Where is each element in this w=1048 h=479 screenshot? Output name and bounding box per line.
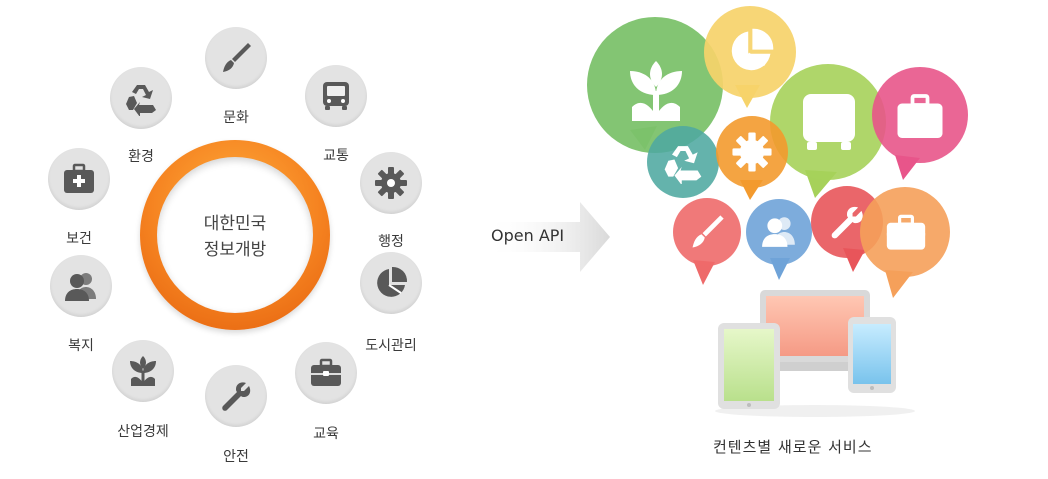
recycle-icon [123,80,159,116]
sprout-icon [125,353,161,389]
bubble-people [746,199,812,280]
category-label-traffic: 교통 [323,148,349,164]
medical-kit-icon [61,161,97,197]
bubble-recycle [647,126,719,198]
center-title-line1: 대한민국 [203,214,267,234]
admin-circle [360,152,422,214]
content-bubbles [587,6,968,298]
category-label-culture: 문화 [223,110,249,126]
bubble-gear [716,116,788,200]
gear-icon [373,165,409,201]
category-label-safety: 안전 [223,449,249,465]
education-circle [295,342,357,404]
welfare-circle [50,255,112,317]
bubble-briefcase [860,187,950,298]
wrench-icon [218,378,254,414]
culture-circle [205,27,267,89]
bubble-bus [770,64,886,198]
laptop-device [740,290,890,371]
bubble-medical-kit [872,67,968,180]
center-ring: 대한민국 정보개방 [140,140,330,330]
environment-circle [110,67,172,129]
devices-caption: 컨텐츠별 새로운 서비스 [713,438,873,456]
bubble-paintbrush [673,198,741,285]
industry-circle [112,340,174,402]
center-title-line2: 정보개방 [203,240,267,260]
bubble-pie-chart [704,6,796,108]
safety-circle [205,365,267,427]
gear-icon [732,132,772,172]
category-label-education: 교육 [313,426,339,442]
category-label-environment: 환경 [128,149,154,165]
devices-illustration [715,290,915,417]
bus-icon [803,94,855,150]
open-api-label: Open API [491,226,565,245]
health-circle [48,148,110,210]
bubble-sprout [587,17,723,153]
center-inner: 대한민국 정보개방 [157,157,313,313]
tablet-device [718,323,780,409]
urban-circle [360,252,422,314]
traffic-circle [305,65,367,127]
category-label-urban: 도시관리 [365,338,417,354]
pie-chart-icon [373,265,409,301]
people-icon [63,268,99,304]
category-label-industry: 산업경제 [117,424,169,440]
flow-arrow [485,202,610,272]
category-label-welfare: 복지 [68,338,94,354]
category-label-health: 보건 [66,231,92,247]
category-label-admin: 행정 [378,234,404,250]
briefcase-icon [308,355,344,391]
phone-device [848,317,896,393]
bus-icon [318,78,354,114]
paintbrush-icon [218,40,254,76]
